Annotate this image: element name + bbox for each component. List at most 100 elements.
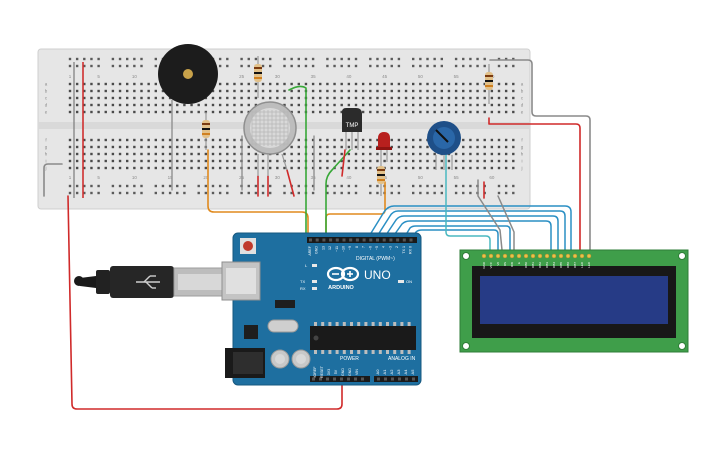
lcd-pin-label: GND [482,261,486,269]
breadboard-column-number: 55 [454,74,460,79]
wire-orange-1 [207,149,309,237]
breadboard-row-letter: d [521,103,524,108]
piezo-buzzer [158,44,218,122]
lcd-pin-label: VCC [489,261,493,268]
arduino-uno-board: ARDUINO UNO DIGITAL (PWM~) POWER ANALOG … [221,232,422,386]
breadboard-row-letter: b [521,89,524,94]
lcd-pin-label: DB4 [552,262,556,268]
l-led-label: L [305,263,308,268]
lcd-pin-label: DB6 [566,262,570,268]
wire-red-bb-3 [286,169,295,197]
breadboard-column-number: 50 [418,175,424,180]
breadboard-column-number: 15 [168,175,174,180]
breadboard-column-number: 1 [69,74,72,79]
power-pin-label: VIN [355,369,359,375]
digital-pin-label: AREF [308,245,312,255]
breadboard-row-letter: c [45,96,48,101]
digital-pin-label: 2 [395,246,399,248]
power-pin-label: 3V3 [327,369,331,375]
digital-pin-label: 13 [321,246,325,250]
wire-blue-6 [411,229,499,251]
digital-pin-label: 4 [382,246,386,248]
usb-cable [74,266,237,298]
digital-pin-label: RX 0 [409,246,413,254]
power-pin-label: GND [341,368,345,376]
analog-pin-label: A2 [389,369,394,375]
digital-pin-label: ~6 [368,246,372,250]
temperature-sensor: TMP [342,108,362,150]
breadboard-row-letter: j [45,166,47,171]
power-pin-label: RESET [320,365,324,378]
wire-red-5v [67,195,343,410]
wire-blue-1 [367,205,572,251]
digital-label: DIGITAL (PWM~) [356,256,395,262]
breadboard-row-letter: g [521,145,524,150]
breadboard-row-letter: i [46,159,47,164]
tx-label: TX [300,279,305,284]
breadboard-column-number: 50 [418,74,424,79]
lcd-pin-label: DB5 [559,262,563,268]
breadboard-column-number: 25 [239,74,245,79]
lcd-pin-label: V0 [496,262,500,266]
breadboard-row-letter: f [45,138,47,143]
usb-icon [136,275,160,289]
breadboard-row-letter: a [521,82,524,87]
digital-pin-label: GND [315,246,319,254]
breadboard-column-number: 35 [311,74,317,79]
arduino-logo [326,266,360,282]
digital-pin-label: TX 1 [402,246,406,254]
analog-pin-label: A4 [403,369,408,375]
lcd-pin-label: LED [580,261,584,268]
breadboard-row-letter: h [45,152,48,157]
lcd-pin-label: DB3 [545,262,549,268]
digital-pin-label: 12 [328,246,332,250]
wire-gray-short [497,195,515,251]
wire-blue-5 [403,225,511,251]
digital-pin-label: ~5 [375,246,379,250]
power-pin-label: GND [348,368,352,376]
breadboard-row-letter: i [522,159,523,164]
breadboard-row-letter: e [521,110,524,115]
lcd-pin-label: RS [503,262,507,266]
lcd-pin-label: RW [510,262,514,267]
wire-red-bb-4 [341,149,346,177]
lcd-pin-label: DB1 [531,262,535,268]
lcd-screen [480,276,668,324]
wire-blue-4 [391,220,552,251]
breadboard-row-letter: g [45,145,48,150]
wire-blue-3 [383,215,559,251]
lcd-pin-label: LED [587,261,591,268]
resistor-2 [202,112,210,150]
breadboard-row-letter: e [45,110,48,115]
breadboard-column-number: 1 [69,175,72,180]
breadboard-row-letter: d [45,103,48,108]
breadboard-column-number: 5 [97,74,100,79]
breadboard-column-number: 20 [203,175,209,180]
potentiometer [427,121,461,170]
power-pin-label: 5V [334,369,338,374]
breadboard-column-number: 30 [275,74,281,79]
breadboard-column-number: 55 [454,175,460,180]
digital-pin-label: 7 [362,246,366,248]
digital-pin-label: ~11 [335,246,339,252]
analog-pin-label: A1 [382,369,387,375]
wire-gray-rw [477,179,503,251]
arduino-model: UNO [364,268,391,282]
digital-pin-label: 8 [355,246,359,248]
digital-pin-label: ~3 [388,246,392,250]
breadboard-column-number: 40 [346,74,352,79]
breadboard-row-letter: j [521,166,523,171]
arduino-brand: ARDUINO [328,285,354,291]
wire-gray-lcd-gnd [489,59,591,251]
breadboard-row-letter: h [521,152,524,157]
power-pin-label: IOREF [313,366,317,378]
breadboard-column-number: 45 [382,74,388,79]
resistor-4 [485,64,493,104]
breadboard-column-number: 60 [489,175,495,180]
on-label: ON [406,279,412,284]
digital-pin-label: ~10 [342,246,346,252]
breadboard-column-number: 10 [132,74,138,79]
breadboard-row-letter: b [45,89,48,94]
wire-green-1 [288,85,307,237]
